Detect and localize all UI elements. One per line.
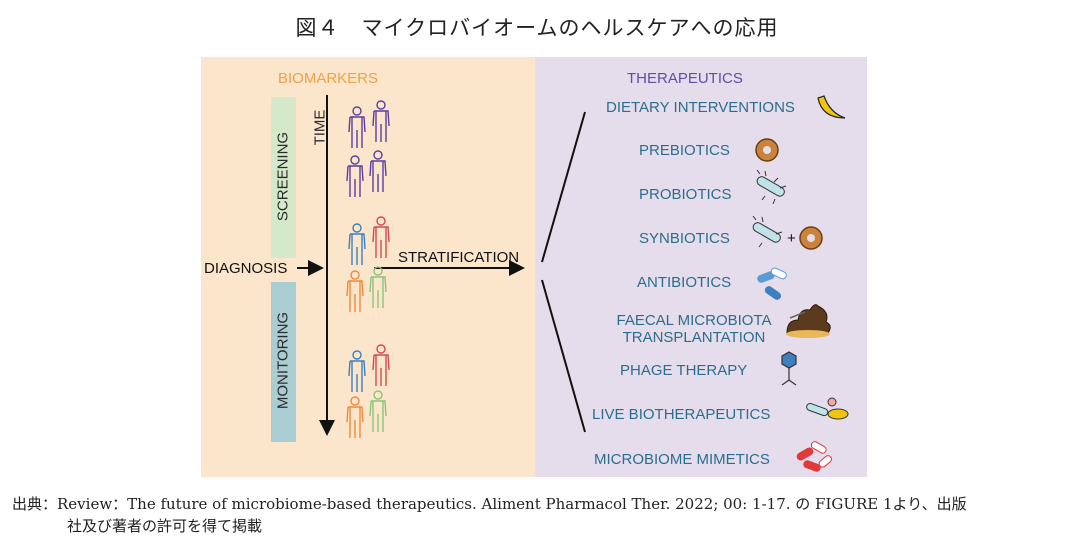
diagnosis-label: DIAGNOSIS (204, 260, 288, 277)
bacteria-cluster-icon (806, 397, 849, 420)
fan-line-upper (541, 111, 586, 263)
therapy-dietary-interventions: DIETARY INTERVENTIONS (606, 99, 795, 116)
figure-caption: 出典：Review：The future of microbiome-based… (12, 493, 1062, 537)
therapy-fmt-line2: TRANSPLANTATION (622, 329, 766, 346)
therapy-phage-therapy: PHAGE THERAPY (620, 362, 748, 379)
stratification-label: STRATIFICATION (398, 249, 520, 266)
synbiotics-plus: + (787, 230, 796, 247)
faeces-icon (786, 304, 831, 338)
phage-icon (781, 351, 797, 386)
biomarkers-heading: BIOMARKERS (278, 70, 379, 87)
fan-line-lower (541, 279, 586, 433)
red-capsules-icon (796, 441, 833, 472)
therapy-microbiome-mimetics: MICROBIOME MIMETICS (594, 451, 770, 468)
bacterium-icon (756, 169, 787, 205)
figure-title: 図４ マイクロバイオームのヘルスケアへの応用 (295, 16, 779, 40)
bacterium-donut-icon (752, 215, 823, 250)
banana-icon (817, 95, 846, 119)
therapy-probiotics: PROBIOTICS (639, 186, 732, 203)
therapy-antibiotics: ANTIBIOTICS (637, 274, 732, 291)
diagnosis-people (346, 216, 390, 313)
screening-people (346, 100, 390, 198)
monitoring-people (346, 344, 390, 439)
capsules-icon (757, 267, 787, 300)
caption-line1: 出典：Review：The future of microbiome-based… (12, 495, 967, 513)
therapy-fmt-line1: FAECAL MICROBIOTA (616, 312, 772, 329)
therapy-prebiotics: PREBIOTICS (639, 142, 730, 159)
screening-bar (271, 97, 296, 258)
therapy-synbiotics: SYNBIOTICS (639, 230, 730, 247)
monitoring-bar (271, 282, 296, 442)
therapy-live-biotherapeutics: LIVE BIOTHERAPEUTICS (592, 406, 771, 423)
therapeutics-heading: THERAPEUTICS (627, 70, 743, 87)
donut-icon (755, 138, 779, 162)
caption-line2: 社及び著者の許可を得て掲載 (67, 517, 263, 535)
